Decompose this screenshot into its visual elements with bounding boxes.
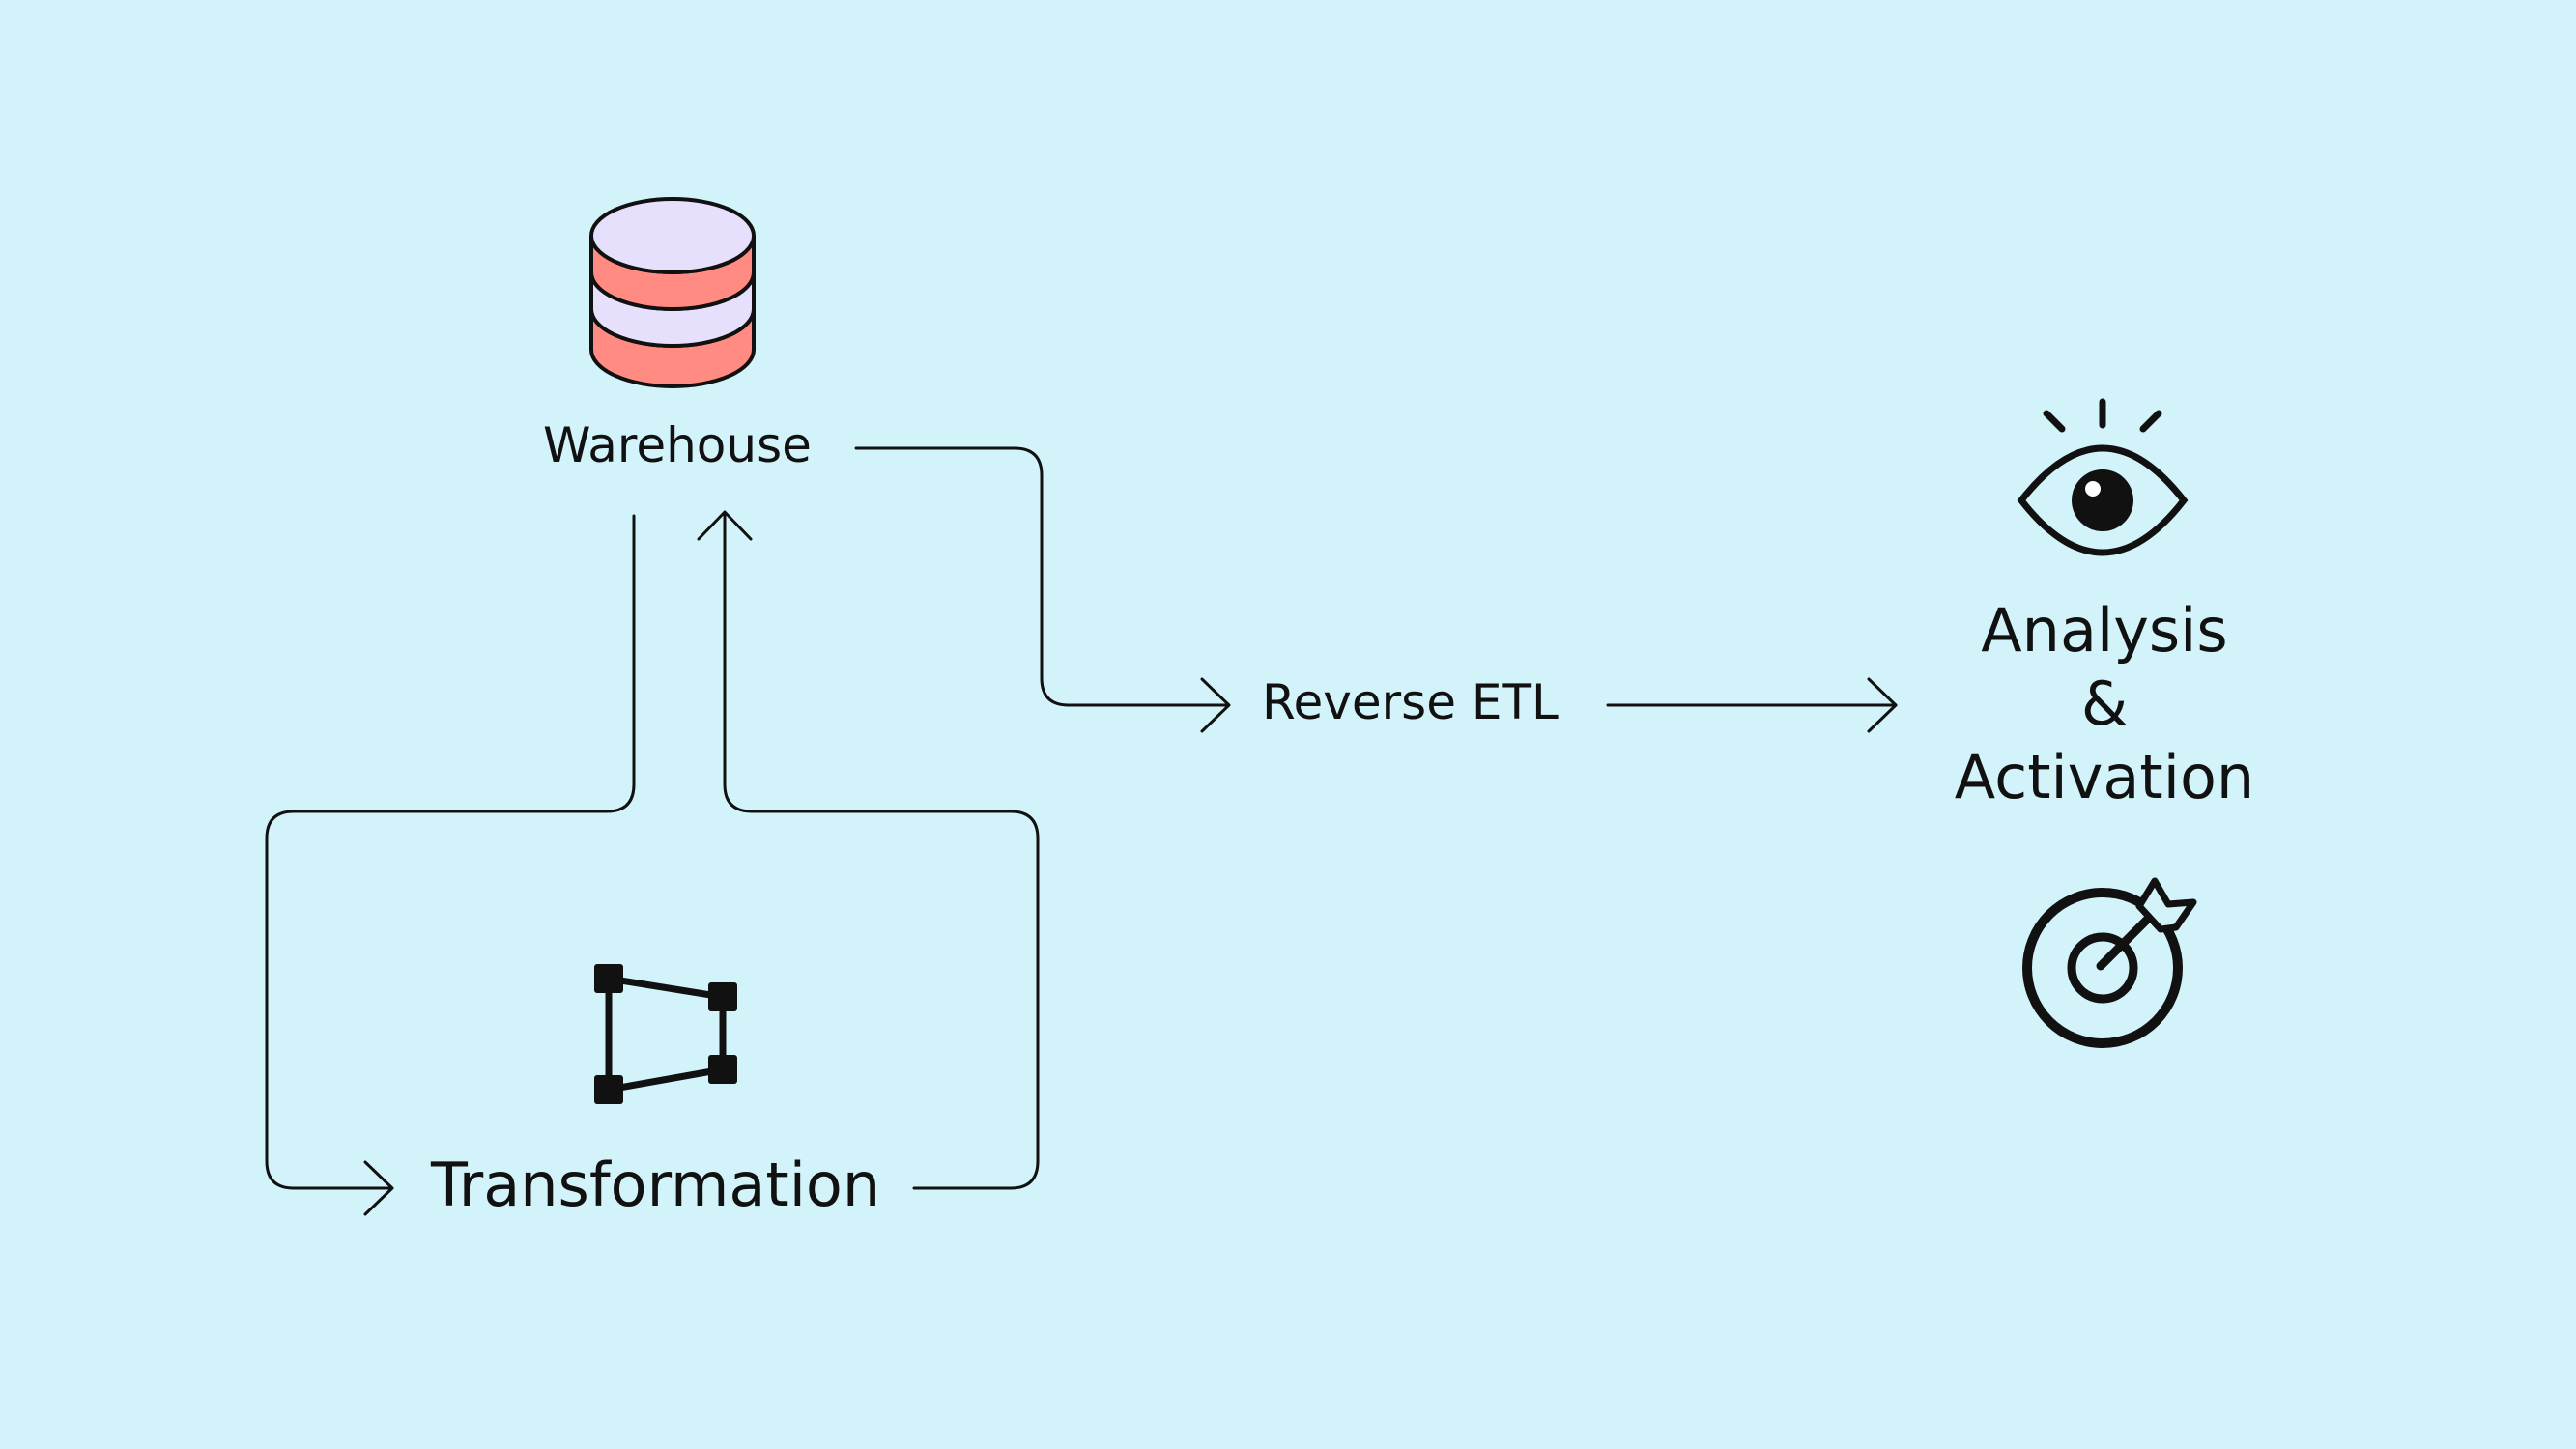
connector-warehouse-to-reverse-etl (854, 446, 1229, 707)
database-icon (589, 197, 756, 388)
arrowhead-analysis (1867, 677, 1898, 733)
analysis-activation-label: Analysis & Activation (1911, 594, 2298, 814)
reverse-etl-label: Reverse ETL (1262, 674, 1559, 730)
connector-transformation-to-warehouse (723, 512, 1040, 1190)
analysis-label-line-1: Analysis (1981, 595, 2228, 666)
transformation-label: Transformation (431, 1150, 881, 1220)
arrowhead-transformation (363, 1160, 394, 1216)
arrowhead-reverse-etl (1200, 677, 1231, 733)
analysis-label-line-3: Activation (1954, 742, 2255, 812)
shape-nodes-icon (594, 964, 737, 1104)
target-icon (2022, 877, 2197, 1048)
analysis-label-line-2: & (2080, 668, 2129, 739)
connector-warehouse-to-transformation (265, 514, 636, 1190)
eye-icon (2017, 398, 2189, 556)
warehouse-label: Warehouse (543, 417, 812, 473)
arrowhead-warehouse (697, 510, 753, 541)
